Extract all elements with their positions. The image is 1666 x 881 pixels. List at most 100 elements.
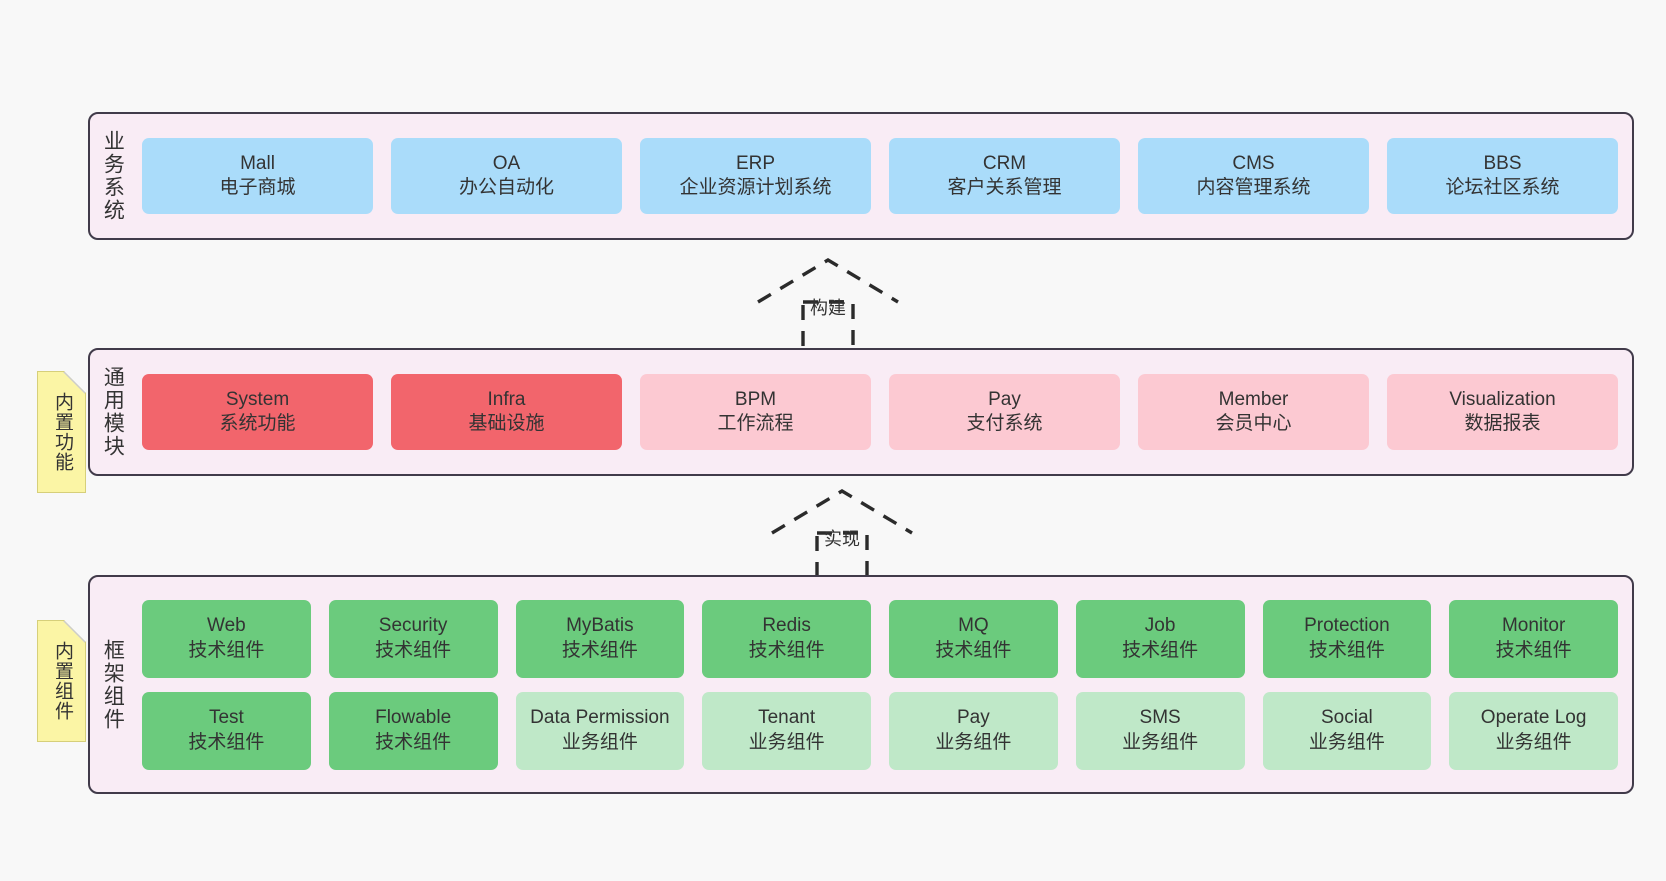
- card-subtitle: 办公自动化: [458, 177, 554, 198]
- component-card-security[interactable]: Security 技术组件: [328, 599, 498, 678]
- card-subtitle: 数据报表: [1464, 413, 1541, 434]
- card-subtitle: 系统功能: [219, 413, 296, 434]
- card-title: Test: [208, 707, 244, 729]
- row: System 系统功能 Infra 基础设施 BPM 工作流程 Pay 支付系统…: [142, 374, 1618, 450]
- row: Mall 电子商城 OA 办公自动化 ERP 企业资源计划系统 CRM 客户关系…: [142, 138, 1618, 214]
- note-builtin-features: 内置功能: [37, 371, 86, 493]
- card-title: BBS: [1483, 152, 1522, 174]
- component-card-flowable[interactable]: Flowable 技术组件: [328, 691, 498, 770]
- component-card-job[interactable]: Job 技术组件: [1075, 599, 1245, 678]
- module-card-bpm[interactable]: BPM 工作流程: [640, 374, 871, 450]
- note-label: 内置功能: [51, 392, 73, 472]
- card-subtitle: 基础设施: [468, 413, 545, 434]
- component-card-monitor[interactable]: Monitor 技术组件: [1449, 599, 1618, 678]
- card-subtitle: 会员中心: [1215, 413, 1292, 434]
- connector-build: 构建: [748, 256, 908, 356]
- card-title: Monitor: [1501, 615, 1566, 637]
- module-card-system[interactable]: System 系统功能: [142, 374, 373, 450]
- connector-label-build: 构建: [810, 298, 846, 318]
- card-title: Data Permission: [530, 707, 670, 729]
- folded-corner-icon: [63, 372, 85, 394]
- connector-label-implement: 实现: [824, 529, 860, 549]
- component-card-mybatis[interactable]: MyBatis 技术组件: [515, 599, 685, 678]
- card-subtitle: 技术组件: [188, 731, 265, 753]
- card-title: CRM: [982, 152, 1027, 174]
- layer-framework-components: 框架组件 Web 技术组件 Security 技术组件 MyBatis 技术组件…: [88, 575, 1634, 794]
- card-subtitle: 技术组件: [561, 639, 638, 661]
- component-card-tenant[interactable]: Tenant 业务组件: [702, 691, 871, 770]
- card-title: Flowable: [375, 707, 452, 729]
- note-label: 内置组件: [51, 641, 73, 721]
- layer-title-modules: 通用模块: [101, 366, 125, 458]
- card-title: MyBatis: [566, 615, 634, 637]
- card-subtitle: 论坛社区系统: [1445, 177, 1560, 198]
- layer-business-systems: 业务系统 Mall 电子商城 OA 办公自动化 ERP 企业资源计划系统 CRM…: [88, 112, 1634, 240]
- card-subtitle: 业务组件: [1495, 731, 1572, 753]
- card-title: Mall: [240, 152, 275, 174]
- layer-body-business: Mall 电子商城 OA 办公自动化 ERP 企业资源计划系统 CRM 客户关系…: [134, 114, 1632, 238]
- card-title: MQ: [958, 615, 989, 637]
- component-card-operate-log[interactable]: Operate Log 业务组件: [1449, 691, 1618, 770]
- module-card-mall[interactable]: Mall 电子商城: [142, 138, 373, 214]
- card-title: Web: [207, 615, 246, 637]
- module-card-cms[interactable]: CMS 内容管理系统: [1138, 138, 1369, 214]
- card-subtitle: 企业资源计划系统: [679, 177, 832, 198]
- layer-body-framework: Web 技术组件 Security 技术组件 MyBatis 技术组件 Redi…: [134, 577, 1632, 792]
- card-subtitle: 客户关系管理: [947, 177, 1062, 198]
- layer-title-framework: 框架组件: [101, 638, 125, 731]
- connector-implement: 实现: [762, 487, 922, 587]
- module-card-erp[interactable]: ERP 企业资源计划系统: [640, 138, 871, 214]
- card-title: ERP: [735, 152, 776, 174]
- row: Web 技术组件 Security 技术组件 MyBatis 技术组件 Redi…: [142, 599, 1618, 678]
- card-subtitle: 技术组件: [748, 639, 825, 661]
- card-title: Social: [1321, 707, 1373, 729]
- component-card-pay[interactable]: Pay 业务组件: [889, 691, 1058, 770]
- component-card-web[interactable]: Web 技术组件: [142, 599, 311, 678]
- card-title: Infra: [487, 388, 526, 410]
- card-title: SMS: [1139, 707, 1181, 729]
- card-title: CMS: [1232, 152, 1275, 174]
- card-subtitle: 技术组件: [1495, 639, 1572, 661]
- component-card-redis[interactable]: Redis 技术组件: [702, 599, 871, 678]
- card-subtitle: 技术组件: [1122, 639, 1199, 661]
- card-title: BPM: [734, 388, 777, 410]
- card-title: OA: [492, 152, 521, 174]
- card-subtitle: 技术组件: [375, 639, 452, 661]
- card-subtitle: 业务组件: [935, 731, 1012, 753]
- component-card-test[interactable]: Test 技术组件: [142, 691, 311, 770]
- card-subtitle: 业务组件: [561, 731, 638, 753]
- card-subtitle: 业务组件: [1308, 731, 1385, 753]
- card-subtitle: 技术组件: [188, 639, 265, 661]
- component-card-sms[interactable]: SMS 业务组件: [1075, 691, 1245, 770]
- dashed-generalization-arrow-icon: [771, 489, 913, 585]
- card-title: Pay: [957, 707, 990, 729]
- card-title: System: [225, 388, 290, 410]
- dashed-generalization-arrow-icon: [757, 258, 899, 354]
- card-title: Visualization: [1449, 388, 1556, 410]
- card-subtitle: 技术组件: [935, 639, 1012, 661]
- card-subtitle: 支付系统: [966, 413, 1043, 434]
- layer-body-modules: System 系统功能 Infra 基础设施 BPM 工作流程 Pay 支付系统…: [134, 350, 1632, 474]
- card-title: Member: [1218, 388, 1289, 410]
- note-builtin-components: 内置组件: [37, 620, 86, 742]
- component-card-protection[interactable]: Protection 技术组件: [1262, 599, 1432, 678]
- card-title: Tenant: [758, 707, 816, 729]
- card-subtitle: 技术组件: [1308, 639, 1385, 661]
- card-subtitle: 技术组件: [375, 731, 452, 753]
- component-card-data-permission[interactable]: Data Permission 业务组件: [515, 691, 685, 770]
- module-card-pay[interactable]: Pay 支付系统: [889, 374, 1120, 450]
- card-title: Job: [1144, 615, 1176, 637]
- card-title: Security: [378, 615, 448, 637]
- card-subtitle: 工作流程: [717, 413, 794, 434]
- module-card-bbs[interactable]: BBS 论坛社区系统: [1387, 138, 1618, 214]
- card-title: Pay: [988, 388, 1021, 410]
- module-card-member[interactable]: Member 会员中心: [1138, 374, 1369, 450]
- module-card-visualization[interactable]: Visualization 数据报表: [1387, 374, 1618, 450]
- component-card-social[interactable]: Social 业务组件: [1262, 691, 1432, 770]
- component-card-mq[interactable]: MQ 技术组件: [889, 599, 1058, 678]
- module-card-crm[interactable]: CRM 客户关系管理: [889, 138, 1120, 214]
- card-title: Redis: [762, 615, 811, 637]
- module-card-oa[interactable]: OA 办公自动化: [391, 138, 622, 214]
- module-card-infra[interactable]: Infra 基础设施: [391, 374, 622, 450]
